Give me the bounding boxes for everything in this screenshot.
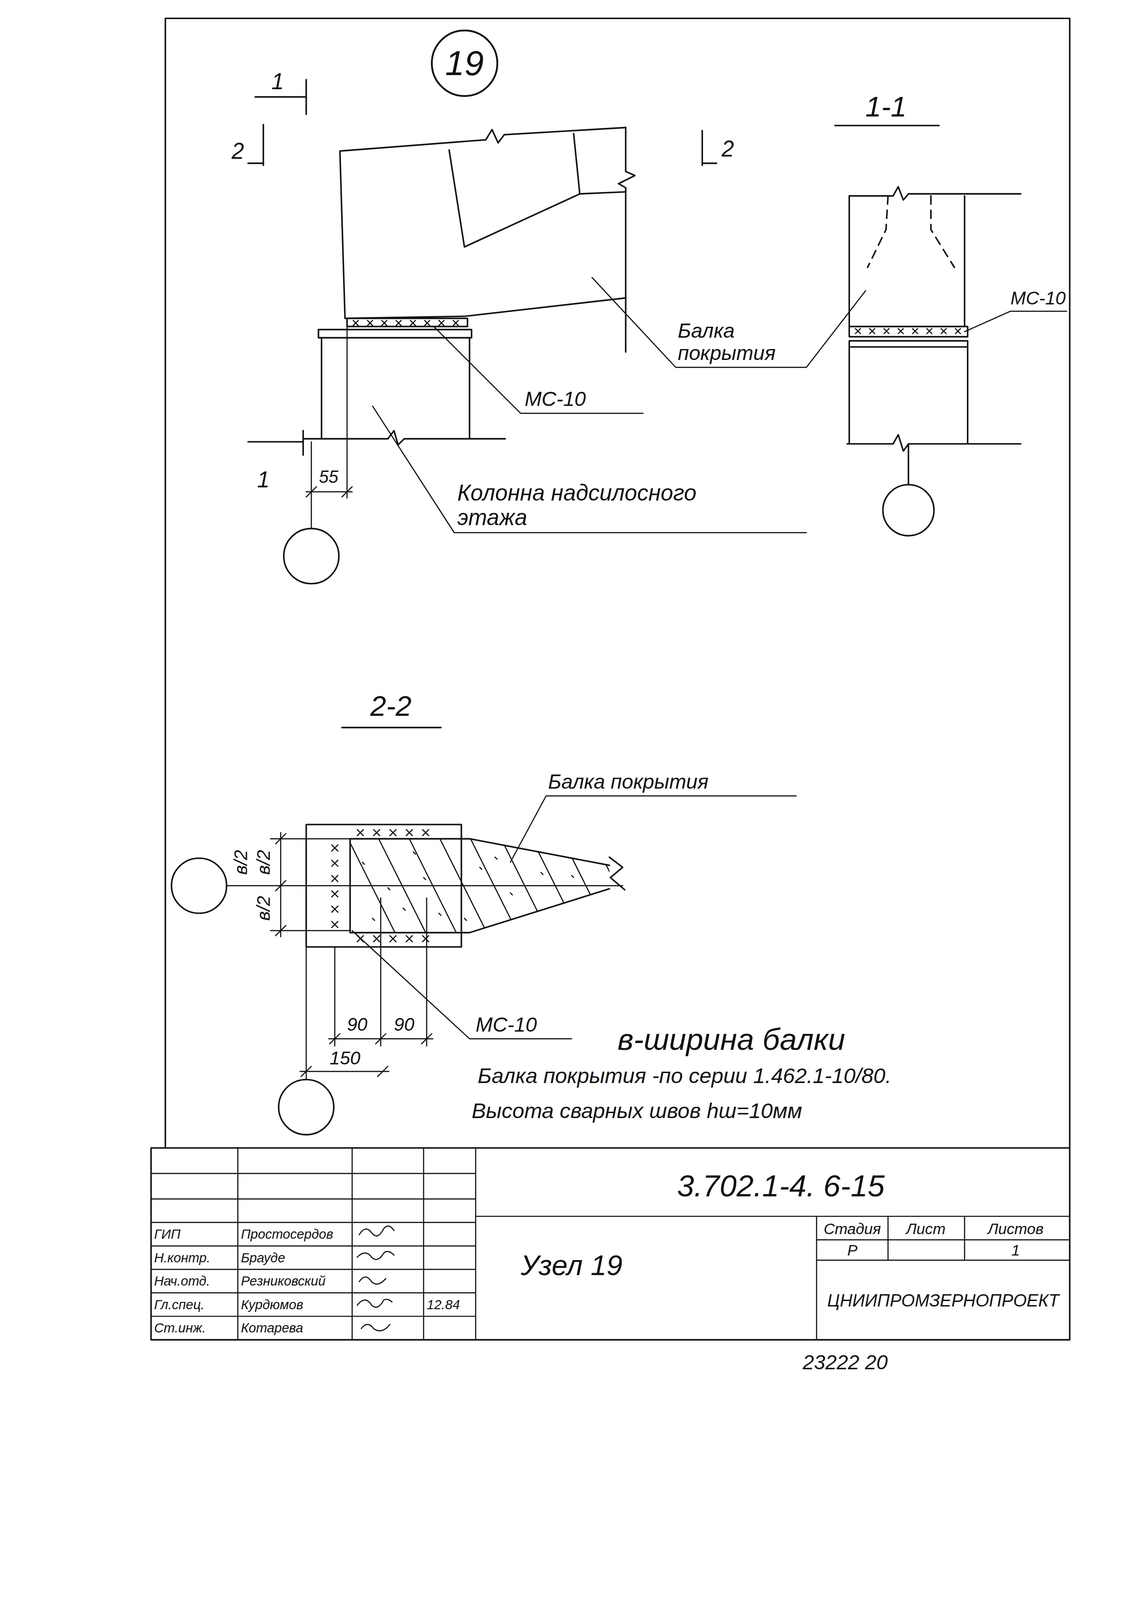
section-mark: 2 xyxy=(721,136,734,162)
leader-lines xyxy=(964,311,1067,332)
leader-lines xyxy=(352,795,797,1039)
organization-name: ЦНИИПРОМЗЕРНОПРОЕКТ xyxy=(827,1291,1059,1311)
part-label: Колонна надсилосного этажа xyxy=(457,480,744,530)
sheet-title: Узел 19 xyxy=(520,1249,623,1281)
table-cell: Гл.спец. xyxy=(154,1297,205,1312)
table-cell: Стадия xyxy=(823,1219,881,1237)
weld-marks xyxy=(353,320,459,326)
section-mark: 1 xyxy=(257,467,270,492)
note: Высота сварных швов hш=10мм xyxy=(471,1098,802,1123)
table-cell: Простосердов xyxy=(240,1226,334,1242)
table-cell: Брауде xyxy=(240,1250,285,1265)
note: Балка покрытия -по серии 1.462.1-10/80. xyxy=(477,1064,892,1088)
axis-bubble xyxy=(882,484,934,536)
embedded-plate xyxy=(849,326,968,337)
dimension: в/2 xyxy=(230,849,251,875)
title-block-grid xyxy=(151,1148,1070,1341)
table-cell: 1 xyxy=(1011,1241,1021,1259)
dimension: 90 xyxy=(394,1014,415,1035)
archive-number: 23222 20 xyxy=(802,1350,888,1374)
hidden-contour xyxy=(867,196,955,268)
table-cell: Р xyxy=(847,1241,858,1259)
signatures xyxy=(357,1225,395,1331)
table-cell: Курдюмов xyxy=(240,1297,304,1312)
table-cell: Ст.инж. xyxy=(154,1320,206,1336)
part-label: МС-10 xyxy=(475,1013,537,1036)
document-code: 3.702.1-4. 6-15 xyxy=(677,1168,885,1203)
concrete-hatch xyxy=(336,816,653,960)
axis-line xyxy=(226,885,623,886)
table-cell: Н.контр. xyxy=(154,1250,211,1265)
leader-lines xyxy=(372,277,866,533)
callout-circle: 19 xyxy=(430,29,499,97)
dimension: в/2 xyxy=(253,849,274,875)
table-cell: Лист xyxy=(905,1219,946,1237)
embedded-plate xyxy=(318,318,472,339)
dimension: в/2 xyxy=(253,895,274,921)
weld-marks xyxy=(855,328,961,334)
table-cell: ГИП xyxy=(154,1226,181,1242)
section-title: 1-1 xyxy=(865,91,907,123)
column-elevation xyxy=(303,337,506,445)
section-mark xyxy=(247,79,717,456)
column-section xyxy=(847,340,1021,485)
axis-bubble xyxy=(171,858,227,914)
axis-bubble xyxy=(278,1079,334,1135)
part-label: МС-10 xyxy=(1010,288,1066,309)
table-cell: Листов xyxy=(987,1219,1044,1237)
part-label: Балка покрытия xyxy=(677,319,811,365)
note: в-ширина балки xyxy=(617,1022,845,1057)
sheet-frame xyxy=(151,18,1070,1340)
callout-number: 19 xyxy=(445,44,484,83)
table-cell: Нач.отд. xyxy=(154,1273,211,1289)
section-mark: 1 xyxy=(271,69,284,94)
break-line xyxy=(618,127,635,352)
section-title: 2-2 xyxy=(370,690,412,722)
table-cell: 12.84 xyxy=(426,1297,461,1312)
table-cell: Резниковский xyxy=(240,1273,326,1289)
roof-beam-section xyxy=(849,186,1021,327)
part-label: МС-10 xyxy=(524,387,587,410)
axis-bubble xyxy=(283,528,339,584)
section-mark: 2 xyxy=(231,138,244,164)
part-label: Балка покрытия xyxy=(548,770,709,793)
dimension: 55 xyxy=(318,467,339,487)
roof-beam-elevation xyxy=(339,127,626,319)
dimension: 90 xyxy=(347,1014,368,1035)
dimension-lines xyxy=(306,318,353,529)
dimension: 150 xyxy=(329,1047,361,1068)
concrete-hatch xyxy=(336,816,653,960)
table-cell: Котарева xyxy=(240,1320,304,1336)
dimension-lines xyxy=(270,832,433,1080)
